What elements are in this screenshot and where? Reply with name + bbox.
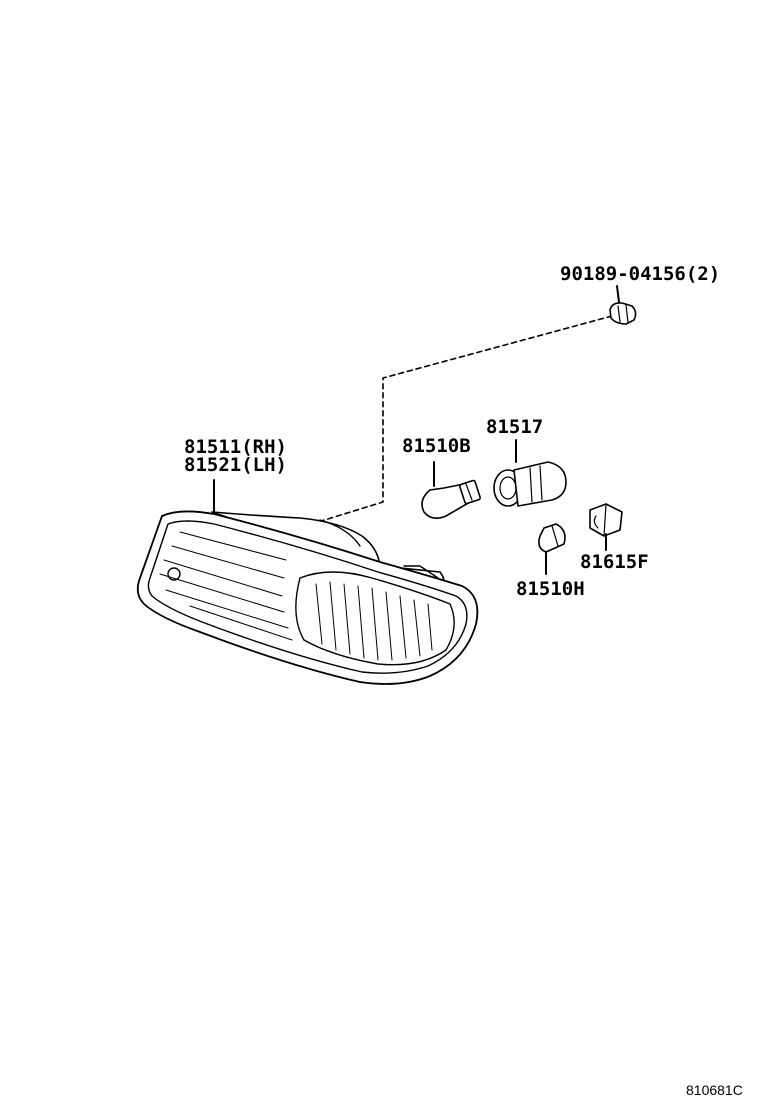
figure-reference-code: 810681C <box>686 1082 743 1098</box>
label-socket: 81517 <box>486 416 544 438</box>
label-lamp-lh: 81521(LH) <box>184 454 287 476</box>
socket-icon <box>493 439 567 507</box>
dashed-leader-line <box>317 315 613 523</box>
bulb-large-icon <box>421 461 481 520</box>
turn-signal-lamp-icon <box>136 479 479 685</box>
label-bulb-small: 81510H <box>516 578 585 600</box>
label-socket-small: 81615F <box>580 551 649 573</box>
bulb-small-icon <box>538 523 566 575</box>
label-lamp-rh: 81511(RH) <box>184 436 287 458</box>
label-bulb-large: 81510B <box>402 435 471 457</box>
label-clip: 90189-04156(2) <box>560 263 721 285</box>
clip-icon <box>609 285 637 325</box>
socket-small-icon <box>589 503 623 551</box>
